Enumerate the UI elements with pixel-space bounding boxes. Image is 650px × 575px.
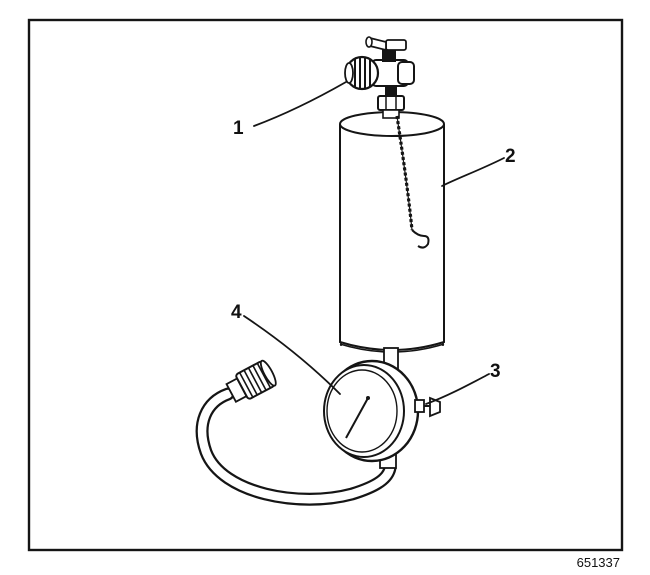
figure-number: 651337 — [577, 555, 620, 570]
callout-4: 4 — [231, 302, 242, 323]
regulator-valve — [344, 36, 415, 119]
leader-4 — [243, 315, 341, 395]
diagram-frame — [27, 18, 624, 552]
cylinder — [339, 111, 445, 353]
hose-end-fitting — [225, 359, 277, 403]
callout-3: 3 — [490, 361, 501, 382]
leader-2 — [441, 157, 505, 187]
leader-3 — [425, 373, 490, 405]
hose — [195, 387, 397, 506]
callout-1: 1 — [233, 118, 244, 139]
chain-hook — [395, 115, 430, 249]
gauge-needle — [345, 397, 369, 439]
leader-lines — [243, 81, 505, 405]
leader-1 — [253, 81, 347, 127]
callout-2: 2 — [505, 146, 516, 167]
pressure-gauge — [323, 347, 441, 469]
